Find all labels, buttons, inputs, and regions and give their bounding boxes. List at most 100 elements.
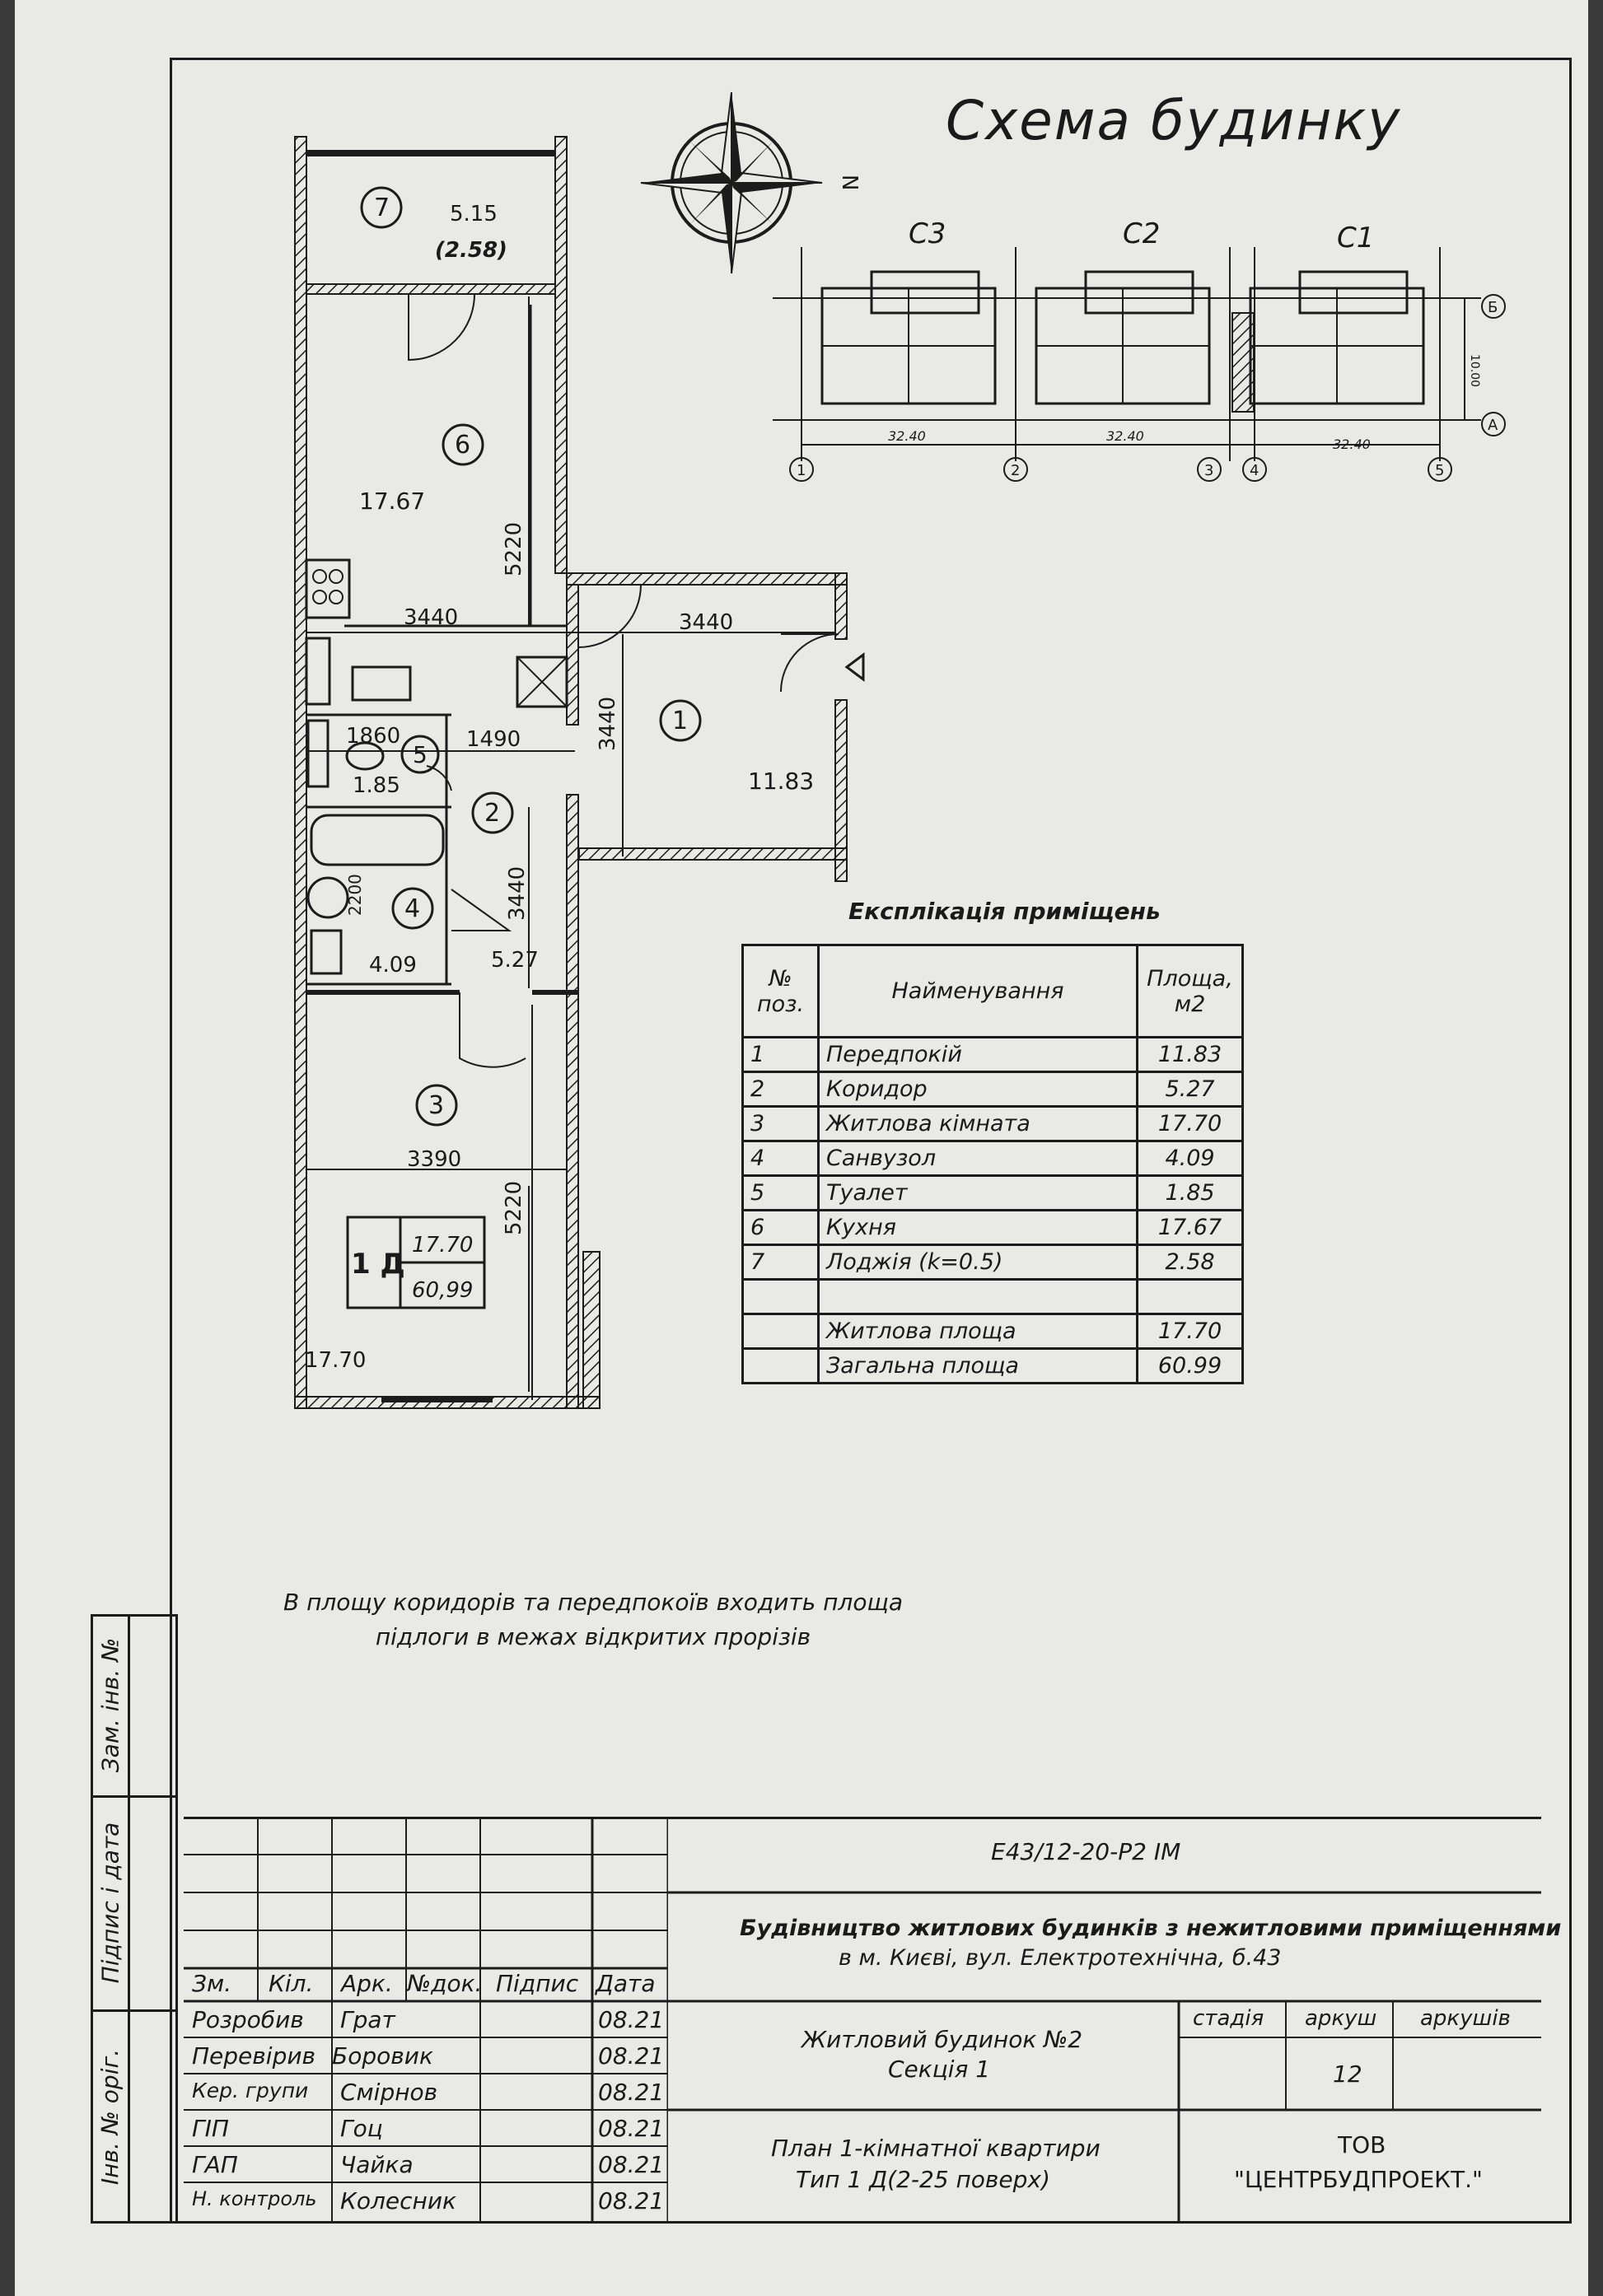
stage-header: аркуш	[1305, 2006, 1377, 2031]
axis-number: 5	[1435, 462, 1444, 479]
stage-header: аркушів	[1420, 2006, 1511, 2031]
table-header-row: № поз. Найменування Площа, м2	[741, 944, 1244, 1038]
room-number: 3	[428, 1091, 444, 1120]
dimension-text: 3440	[404, 605, 458, 630]
room-area: 1.85	[353, 773, 400, 798]
apartment-type: 1 Д	[351, 1248, 405, 1281]
signer-name: Колесник	[340, 2187, 456, 2214]
area-note: В площу коридорів та передпокоїв входить…	[283, 1589, 903, 1650]
stage-header: стадія	[1193, 2006, 1264, 2031]
row-name: Кухня	[817, 1209, 1138, 1246]
axis-number: 1	[797, 462, 806, 479]
side-label-signature-date: Підпис і дата	[96, 1822, 124, 1983]
signer-date: 08.21	[598, 2079, 665, 2106]
signer-name: Гоц	[340, 2115, 383, 2142]
company-line1: ТОВ	[1338, 2131, 1386, 2158]
project-line2: в м. Києві, вул. Електротехнічна, б.43	[839, 1945, 1282, 1971]
project-line1: Будівництво житлових будинків з нежитлов…	[740, 1916, 1562, 1941]
signer-name: Боровик	[332, 2042, 433, 2070]
side-strip	[91, 1614, 178, 2224]
building-line2: Секція 1	[888, 2056, 991, 2083]
col-header: Зм.	[192, 1970, 231, 1997]
axis-number: 4	[1250, 462, 1259, 479]
drawing-code: Е43/12-20-Р2 ІМ	[991, 1838, 1181, 1865]
section-dim: 32.40	[1106, 428, 1144, 444]
dimension-text: 3440	[596, 697, 620, 751]
axis-letter: А	[1488, 417, 1498, 434]
row-no: 4	[741, 1140, 820, 1177]
row-no	[741, 1313, 820, 1350]
dimension-text: 2200	[345, 874, 365, 916]
signer-name: Грат	[340, 2006, 395, 2033]
col-header: Підпис	[496, 1970, 579, 1997]
room-area: 17.67	[359, 488, 425, 515]
apartment-plan	[294, 136, 865, 1409]
house-scheme-title: Схема будинку	[946, 89, 1402, 152]
dimension-text: 3440	[679, 610, 733, 635]
dimension-lines	[306, 296, 835, 1392]
explication-title: Експлікація приміщень	[848, 898, 1161, 925]
signer-role: ГАП	[192, 2151, 238, 2178]
drawing-frame	[170, 58, 1572, 2224]
row-no: 3	[741, 1105, 820, 1142]
building-scheme	[773, 247, 1506, 482]
row-area: 17.70	[1136, 1105, 1244, 1142]
sheet-line1: План 1-кімнатної квартири	[771, 2135, 1101, 2162]
row-no: 7	[741, 1244, 820, 1281]
col-header: №док.	[407, 1970, 483, 1997]
apartment-living-area: 17.70	[412, 1233, 473, 1258]
signer-date: 08.21	[598, 2115, 665, 2142]
row-no	[741, 1278, 820, 1315]
north-label: N	[837, 175, 862, 190]
signer-role: Розробив	[192, 2006, 304, 2033]
section-label-s1: С1	[1337, 222, 1374, 254]
row-area: 17.67	[1136, 1209, 1244, 1246]
row-name: Коридор	[817, 1071, 1138, 1108]
row-area: 1.85	[1136, 1174, 1244, 1211]
company-line2: "ЦЕНТРБУДПРОЕКТ."	[1234, 2166, 1483, 2193]
col-header: Кіл.	[269, 1970, 314, 1997]
section-dim: 32.40	[1333, 436, 1371, 452]
building-line1: Житловий будинок №2	[802, 2026, 1083, 2053]
sheet-number: 12	[1333, 2060, 1362, 2088]
row-area: 60.99	[1136, 1347, 1244, 1384]
axis-number: 2	[1011, 462, 1020, 479]
row-no	[741, 1347, 820, 1384]
signer-name: Чайка	[340, 2151, 414, 2178]
row-name: Житлова площа	[817, 1313, 1138, 1350]
side-dim: 10.00	[1468, 354, 1481, 387]
signer-name: Смірнов	[340, 2079, 438, 2106]
room-number: 4	[404, 894, 420, 923]
signer-date: 08.21	[598, 2151, 665, 2178]
row-no: 1	[741, 1036, 820, 1073]
col-header: Дата	[596, 1970, 656, 1997]
section-label-s3: С3	[909, 217, 946, 250]
side-label-zam-inv: Зам. інв. №	[96, 1637, 124, 1772]
signer-date: 08.21	[598, 2042, 665, 2070]
room-area: 11.83	[748, 768, 814, 795]
compass-rose-icon	[640, 91, 823, 274]
row-area: 17.70	[1136, 1313, 1244, 1350]
header-area: Площа, м2	[1136, 944, 1244, 1038]
row-no: 6	[741, 1209, 820, 1246]
row-name: Передпокій	[817, 1036, 1138, 1073]
row-name: Туалет	[817, 1174, 1138, 1211]
row-area: 4.09	[1136, 1140, 1244, 1177]
room-area-k: (2.58)	[435, 238, 507, 263]
dimension-text: 17.70	[305, 1348, 366, 1373]
table-row	[741, 1278, 1244, 1315]
room-number: 6	[455, 431, 470, 460]
signer-date: 08.21	[598, 2006, 665, 2033]
room-area: 5.15	[450, 202, 498, 226]
dimension-text: 3390	[407, 1147, 461, 1172]
row-area: 2.58	[1136, 1244, 1244, 1281]
sheet-line2: Тип 1 Д(2-25 поверх)	[796, 2166, 1050, 2193]
dimension-text: 3440	[505, 866, 530, 921]
